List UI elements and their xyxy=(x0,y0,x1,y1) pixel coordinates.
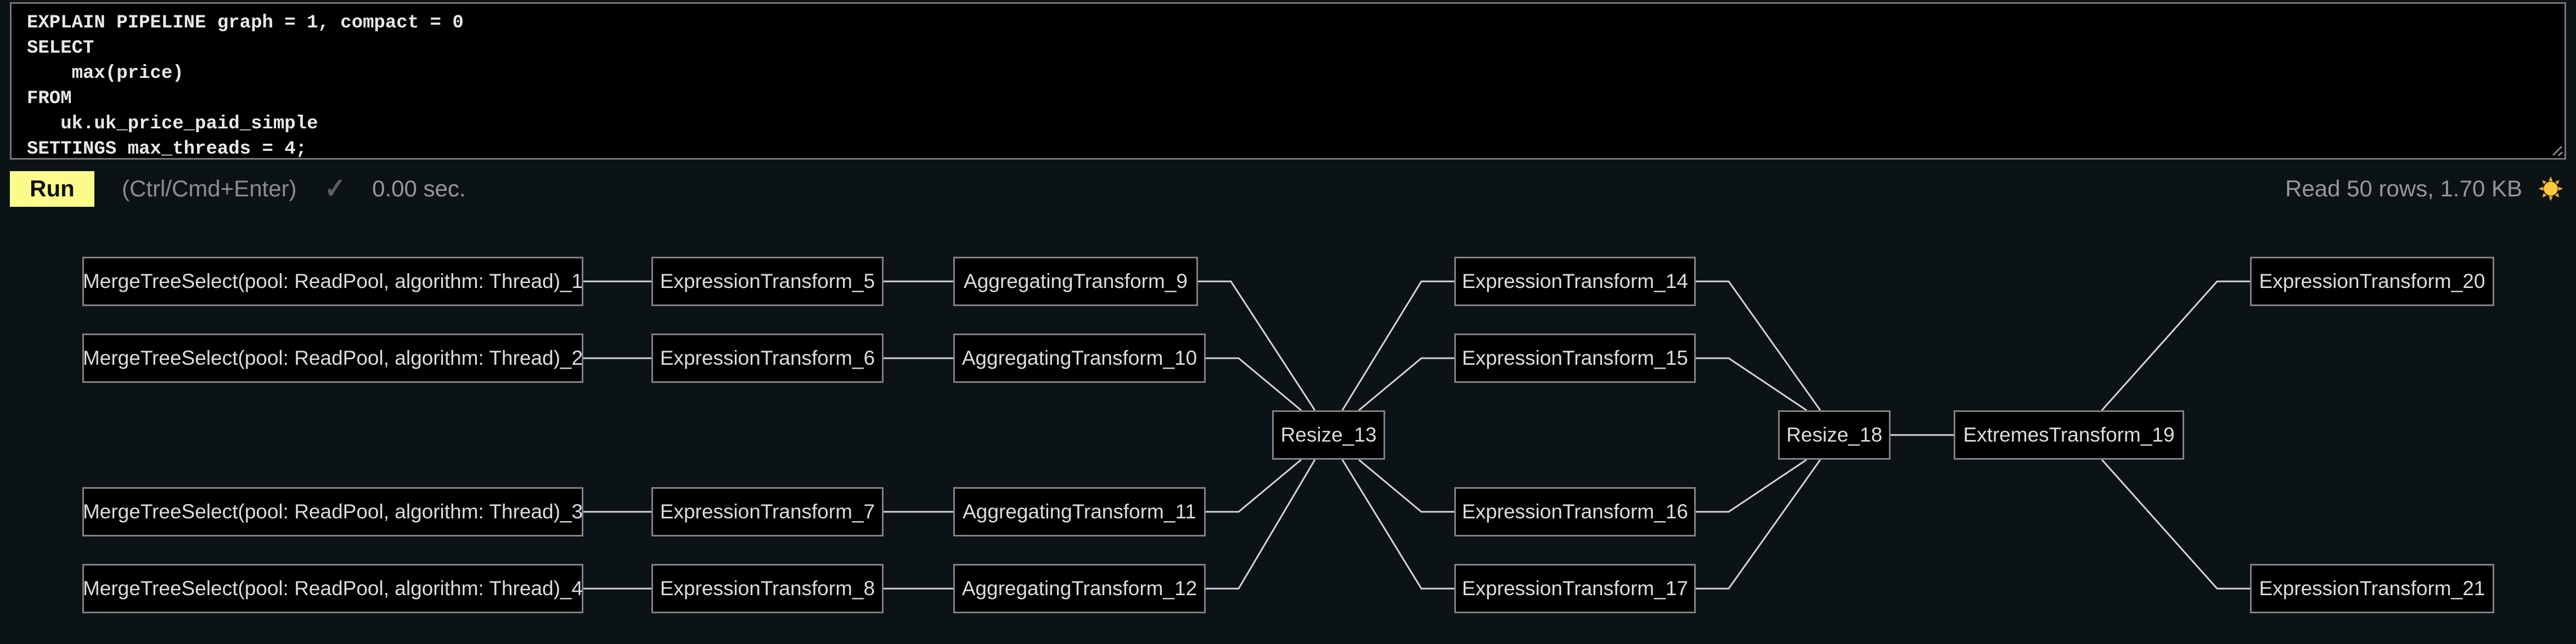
graph-edge-aggregatingtransform-11-to-resize-13 xyxy=(1206,459,1302,513)
graph-edge-aggregatingtransform-10-to-resize-13 xyxy=(1206,357,1302,411)
sql-editor[interactable]: EXPLAIN PIPELINE graph = 1, compact = 0 … xyxy=(10,2,2566,160)
graph-node-aggregatingtransform-12: AggregatingTransform_12 xyxy=(953,564,1206,613)
graph-node-aggregatingtransform-11: AggregatingTransform_11 xyxy=(953,487,1206,536)
graph-edge-resize-13-to-expressiontransform-15 xyxy=(1358,357,1454,411)
graph-node-resize-13: Resize_13 xyxy=(1272,410,1385,460)
graph-edge-aggregatingtransform-12-to-resize-13 xyxy=(1206,459,1316,590)
graph-node-expressiontransform-15: ExpressionTransform_15 xyxy=(1454,334,1696,383)
graph-node-resize-18: Resize_18 xyxy=(1778,410,1891,460)
graph-node-mergetreeselect-3: MergeTreeSelect(pool: ReadPool, algorith… xyxy=(82,487,583,536)
graph-edge-resize-13-to-expressiontransform-14 xyxy=(1341,280,1454,411)
graph-node-aggregatingtransform-9: AggregatingTransform_9 xyxy=(953,257,1198,306)
graph-node-expressiontransform-5: ExpressionTransform_5 xyxy=(651,257,884,306)
graph-node-expressiontransform-21: ExpressionTransform_21 xyxy=(2250,564,2494,613)
graph-node-expressiontransform-20: ExpressionTransform_20 xyxy=(2250,257,2494,306)
graph-edge-aggregatingtransform-9-to-resize-13 xyxy=(1198,280,1316,411)
graph-edge-resize-13-to-expressiontransform-16 xyxy=(1358,459,1454,513)
textarea-resize-grip-icon[interactable] xyxy=(2545,139,2564,157)
sun-rays xyxy=(2538,176,2563,201)
success-check-icon: ✓ xyxy=(324,173,346,205)
graph-node-mergetreeselect-1: MergeTreeSelect(pool: ReadPool, algorith… xyxy=(82,257,583,306)
elapsed-time: 0.00 sec. xyxy=(372,176,466,201)
graph-edge-extremestransform-19-to-expressiontransform-21 xyxy=(2101,459,2250,590)
graph-node-expressiontransform-14: ExpressionTransform_14 xyxy=(1454,257,1696,306)
graph-node-expressiontransform-17: ExpressionTransform_17 xyxy=(1454,564,1696,613)
run-shortcut-hint: (Ctrl/Cmd+Enter) xyxy=(122,176,297,201)
toolbar: Run (Ctrl/Cmd+Enter) ✓ 0.00 sec. Read 50… xyxy=(10,168,2566,210)
graph-edge-expressiontransform-17-to-resize-18 xyxy=(1696,459,1821,590)
graph-node-mergetreeselect-2: MergeTreeSelect(pool: ReadPool, algorith… xyxy=(82,334,583,383)
graph-node-extremestransform-19: ExtremesTransform_19 xyxy=(1954,410,2184,460)
graph-node-expressiontransform-6: ExpressionTransform_6 xyxy=(651,334,884,383)
theme-toggle-sun-icon[interactable] xyxy=(2538,176,2564,202)
graph-node-aggregatingtransform-10: AggregatingTransform_10 xyxy=(953,334,1206,383)
graph-edge-resize-13-to-expressiontransform-17 xyxy=(1341,459,1454,590)
graph-node-expressiontransform-8: ExpressionTransform_8 xyxy=(651,564,884,613)
graph-edge-extremestransform-19-to-expressiontransform-20 xyxy=(2101,280,2250,411)
run-button[interactable]: Run xyxy=(10,171,94,207)
sql-query-text: EXPLAIN PIPELINE graph = 1, compact = 0 … xyxy=(27,13,464,160)
read-stats: Read 50 rows, 1.70 KB xyxy=(2285,176,2522,201)
graph-node-mergetreeselect-4: MergeTreeSelect(pool: ReadPool, algorith… xyxy=(82,564,583,613)
graph-node-expressiontransform-16: ExpressionTransform_16 xyxy=(1454,487,1696,536)
graph-node-expressiontransform-7: ExpressionTransform_7 xyxy=(651,487,884,536)
graph-edge-expressiontransform-15-to-resize-18 xyxy=(1696,357,1807,411)
sun-core xyxy=(2544,182,2558,196)
graph-edge-expressiontransform-14-to-resize-18 xyxy=(1696,280,1821,411)
graph-edge-expressiontransform-16-to-resize-18 xyxy=(1696,459,1807,513)
